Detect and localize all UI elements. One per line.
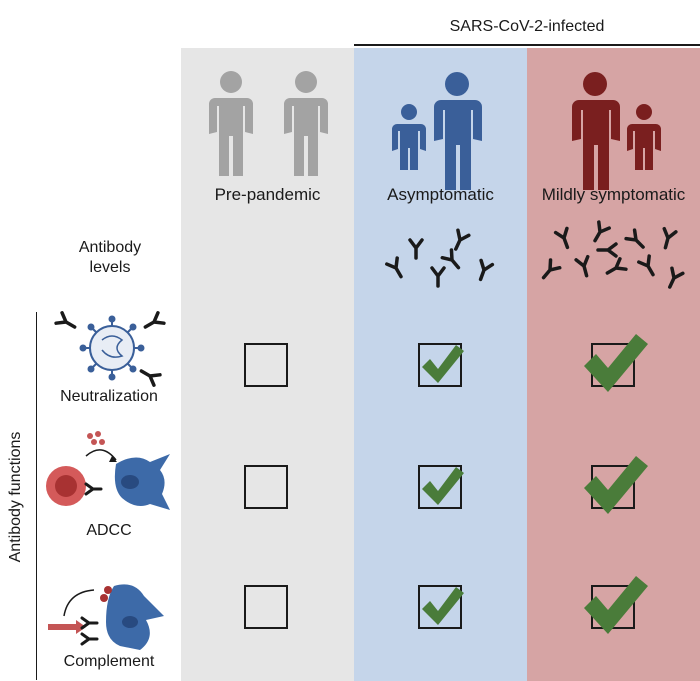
checkbox-asym-complement [418, 585, 462, 629]
row-label-complement: Complement [63, 653, 155, 670]
header-bracket-line [354, 44, 700, 46]
check-icon [422, 345, 464, 383]
pre-pandemic-people-icon [209, 71, 328, 176]
complement-icon [48, 584, 164, 650]
virus-neutralization-icon [54, 311, 166, 387]
column-pre-pandemic-bg [181, 48, 354, 681]
adcc-nk-cell-icon [46, 431, 170, 510]
checkbox-pre-neutralization [244, 343, 288, 387]
column-asymptomatic-bg [354, 48, 527, 681]
check-icon [584, 576, 648, 634]
asymptomatic-people-icon [392, 72, 482, 190]
antibodies-many-icon [541, 220, 685, 289]
checkbox-pre-adcc [244, 465, 288, 509]
check-icon [422, 467, 464, 505]
checkbox-asym-neutralization [418, 343, 462, 387]
antibodies-few-icon [385, 228, 495, 288]
column-label-mildly-symptomatic: Mildly symptomatic [541, 185, 686, 204]
row-label-antibody-levels: Antibody levels [78, 239, 142, 276]
check-icon [584, 456, 648, 514]
check-icon [422, 587, 464, 625]
row-label-adcc: ADCC [86, 522, 132, 539]
column-label-asymptomatic: Asymptomatic [387, 185, 494, 204]
header-title: SARS-CoV-2-infected [449, 18, 605, 35]
mildly-symptomatic-people-icon [572, 72, 661, 190]
antibody-functions-bracket-line [36, 312, 37, 680]
side-label-antibody-functions: Antibody functions [7, 431, 24, 563]
check-icon [584, 334, 648, 392]
column-label-pre-pandemic: Pre-pandemic [214, 185, 321, 204]
row-label-neutralization: Neutralization [60, 388, 158, 405]
checkbox-pre-complement [244, 585, 288, 629]
checkbox-asym-adcc [418, 465, 462, 509]
